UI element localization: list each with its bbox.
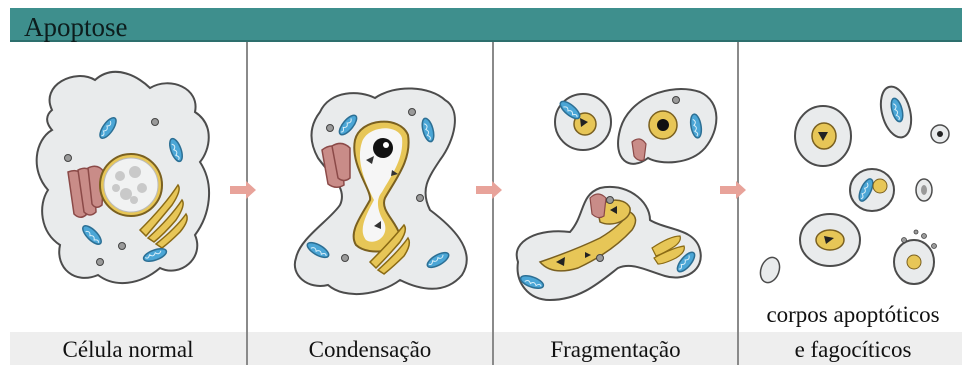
stage-label-fragmentation: Fragmentação <box>494 337 737 363</box>
stage-label-bodies-line2: e fagocíticos <box>739 337 967 363</box>
normal-cell <box>37 72 209 283</box>
stage-label-normal: Célula normal <box>10 337 246 363</box>
fragmenting-cell <box>517 89 717 300</box>
stage-label-bodies-line1: corpos apoptóticos <box>739 302 967 328</box>
arrow-3 <box>720 181 746 199</box>
apoptotic-bodies <box>757 83 949 285</box>
arrow-1 <box>230 181 256 199</box>
arrow-2 <box>476 181 502 199</box>
condensing-cell <box>295 88 467 294</box>
stage-label-condensation: Condensação <box>248 337 492 363</box>
